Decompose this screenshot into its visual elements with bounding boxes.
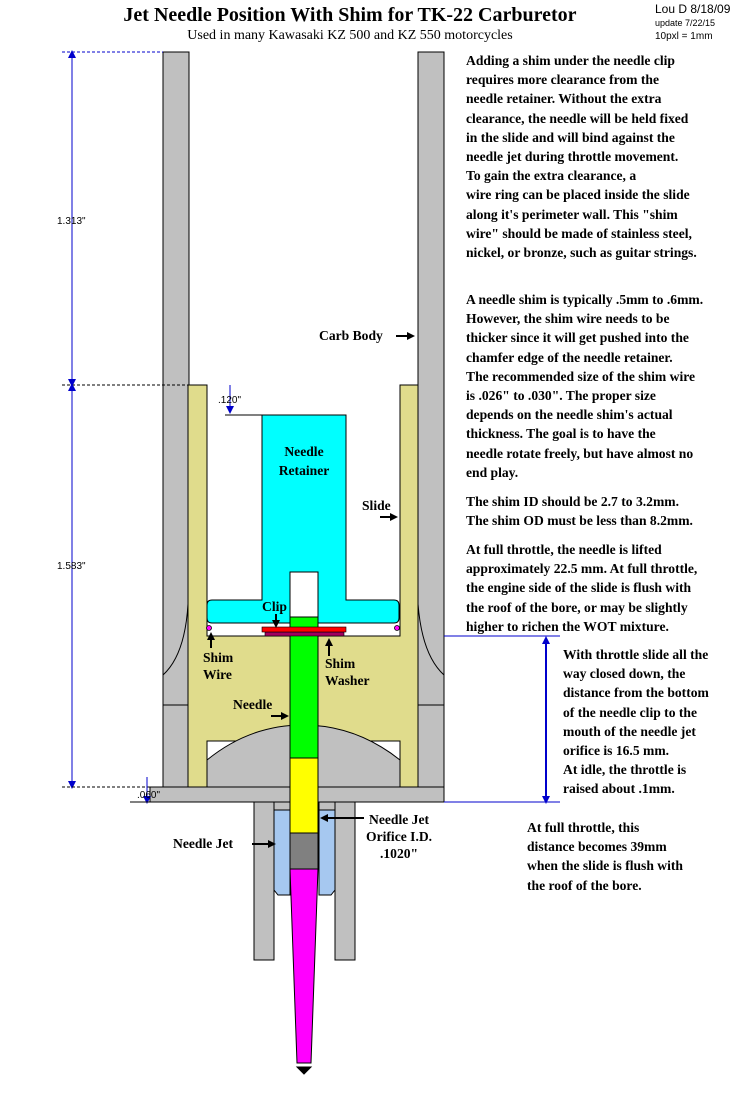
carb-body [149, 51, 445, 961]
slide-label: Slide [362, 498, 391, 513]
needle-retainer-body [206, 414, 400, 624]
paragraph-shim-size: A needle shim is typically .5mm to .6mm.… [466, 292, 704, 480]
shim-wire-label: Shim Wire [203, 650, 234, 682]
needle [289, 616, 319, 1075]
update-note: update 7/22/15 [655, 18, 716, 28]
page-subtitle: Used in many Kawasaki KZ 500 and KZ 550 … [187, 28, 513, 43]
carb-body-label: Carb Body [319, 328, 383, 343]
dim-top-span-label: 1.313" [57, 216, 86, 227]
jet-step-left [273, 801, 291, 811]
jet-housing-left [253, 801, 275, 961]
scale-note: 10pxl = 1mm [655, 31, 713, 42]
dim-jet-offset-label: .060" [137, 790, 161, 801]
needle-gray [289, 832, 319, 870]
shim-wire-right [394, 625, 400, 631]
needle-tip [295, 1066, 313, 1075]
shim-wire-left [206, 625, 212, 631]
needle-jet [273, 809, 336, 896]
shim-washer-label: Shim Washer [325, 656, 370, 688]
dim-slide-offset-label: .120" [218, 395, 242, 406]
clip-label: Clip [262, 599, 287, 614]
needle-clip [261, 626, 347, 633]
needle-retainer-label: Needle Retainer [278, 444, 330, 478]
needle-yellow [289, 757, 319, 834]
dimension-lines [62, 50, 550, 804]
paragraph-shim-clearance: Adding a shim under the needle clip requ… [466, 53, 697, 261]
jet-housing-right [334, 801, 356, 961]
shim-washer [264, 631, 345, 637]
needle-retainer [206, 414, 400, 624]
needle-jet-orifice-label: Needle Jet Orifice I.D. .1020" [366, 812, 433, 861]
needle-label: Needle [233, 697, 273, 712]
paragraph-full-throttle-distance: At full throttle, this distance becomes … [527, 820, 683, 893]
jet-step-right [318, 801, 336, 811]
page-title: Jet Needle Position With Shim for TK-22 … [123, 4, 577, 26]
dim-slide-span-label: 1.583" [57, 561, 86, 572]
author-note: Lou D 8/18/09 [655, 2, 731, 16]
pointer-arrows [207, 332, 415, 848]
needle-green [289, 616, 319, 759]
needle-taper [289, 868, 319, 1064]
paragraph-idle-distance: With throttle slide all the way closed d… [563, 647, 709, 797]
paragraph-full-throttle: At full throttle, the needle is lifted a… [466, 542, 698, 634]
needle-jet-label: Needle Jet [173, 836, 234, 851]
paragraph-shim-id-od: The shim ID should be 2.7 to 3.2mm. The … [466, 494, 693, 529]
